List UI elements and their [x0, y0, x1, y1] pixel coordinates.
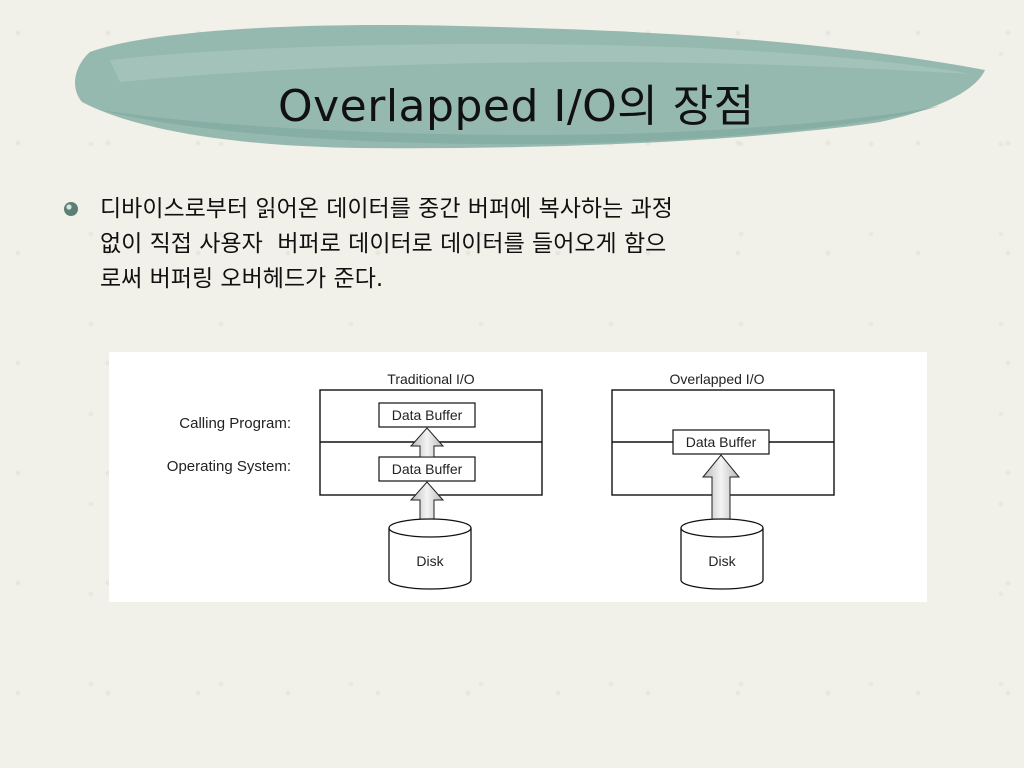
calling-program-label: Calling Program: [179, 415, 291, 432]
bullet-text-line-1: 디바이스로부터 읽어온 데이터를 중간 버퍼에 복사하는 과정 [100, 196, 673, 222]
io-comparison-figure: Calling Program: Operating System: Tradi… [109, 352, 927, 602]
overlapped-arrow [701, 454, 741, 523]
traditional-arrow-upper [409, 427, 445, 458]
bullet-text-line-2: 없이 직접 사용자 버퍼로 데이터로 데이터를 들어오게 함으 [100, 231, 667, 257]
bullet-text: 디바이스로부터 읽어온 데이터를 중간 버퍼에 복사하는 과정 없이 직접 사용… [100, 192, 960, 297]
bullet-text-line-3: 로써 버퍼링 오버헤드가 준다. [100, 266, 384, 292]
traditional-os-buffer [378, 456, 476, 482]
slide-title: Overlapped I/O의 장점 [278, 81, 755, 132]
operating-system-label: Operating System: [167, 458, 291, 475]
traditional-user-buffer-label: Data Buffer [392, 407, 463, 423]
overlapped-disk-label: Disk [708, 553, 736, 569]
traditional-os-buffer-label: Data Buffer [392, 461, 463, 477]
bullet-icon [64, 202, 78, 216]
overlapped-buffer [672, 429, 770, 455]
overlapped-io-title: Overlapped I/O [670, 371, 765, 387]
traditional-user-buffer [378, 402, 476, 428]
traditional-disk-icon [388, 518, 472, 590]
traditional-arrow-lower [409, 481, 445, 522]
title-brush-stroke [75, 25, 986, 149]
overlapped-disk-icon [680, 518, 764, 590]
io-diagram: Calling Program: Operating System: Tradi… [167, 371, 835, 590]
overlapped-buffer-label: Data Buffer [686, 434, 757, 450]
traditional-io-title: Traditional I/O [387, 371, 475, 387]
traditional-disk-label: Disk [416, 553, 444, 569]
